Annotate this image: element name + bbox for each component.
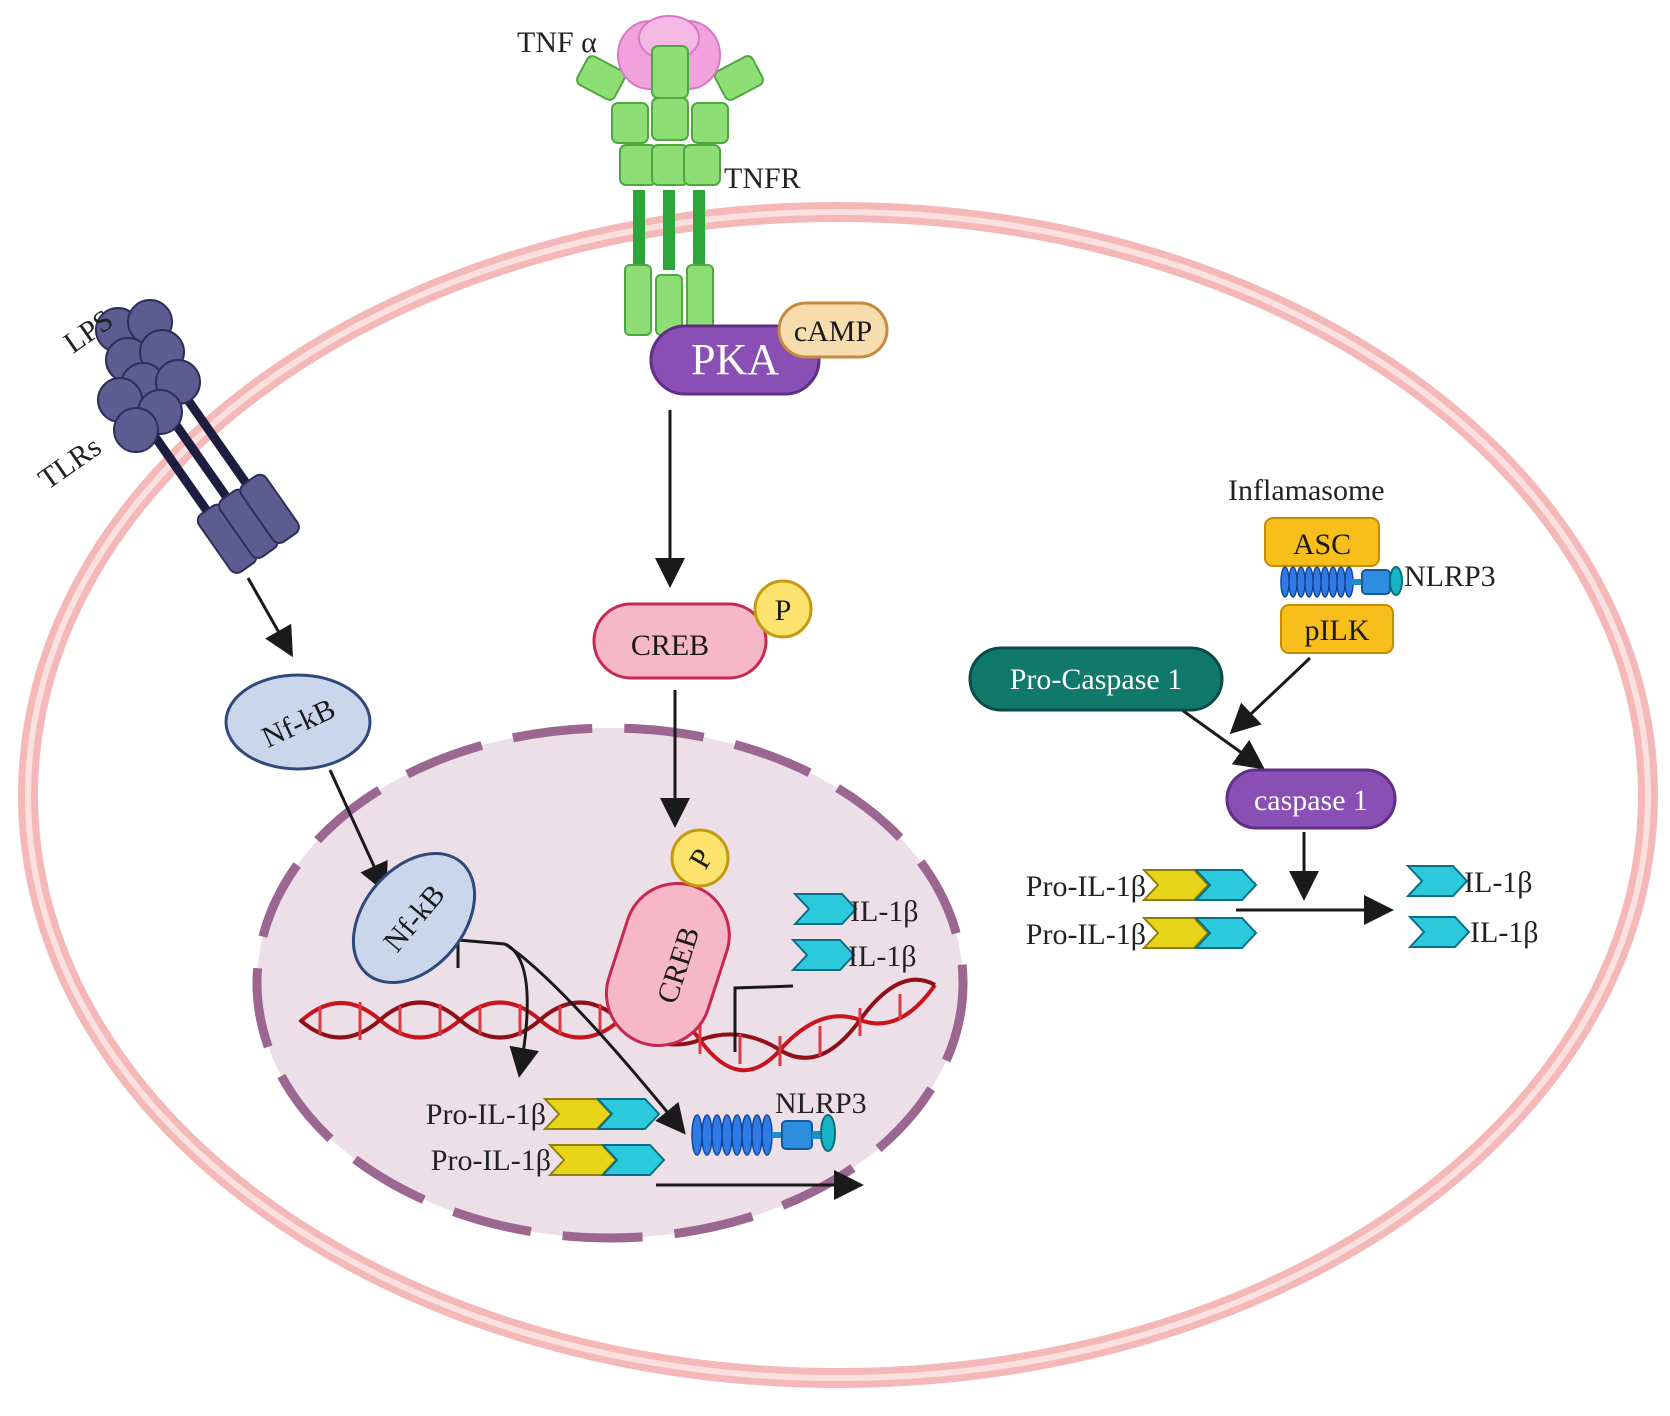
nfkb-cytoplasm: [224, 673, 372, 771]
arrows: [246, 410, 1394, 1200]
caspase-box: [1225, 768, 1397, 830]
camp-label: cAMP: [794, 315, 872, 348]
tnfr-receptor: [576, 55, 764, 336]
nfkb-to-nlrp3-arrow: [504, 942, 686, 1135]
creb-nucleus: [604, 828, 731, 1047]
tlr-receptor: [142, 394, 300, 574]
nfkb-nucleus: [351, 852, 477, 984]
il1b-nucleus-icons: [790, 893, 858, 971]
nlrp3-nucleus-label: NLRP3: [775, 1087, 867, 1120]
tlrs-label: TLRs: [32, 430, 107, 496]
pro-il1b-cytoplasm-bottom-label: Pro-IL-1β: [1026, 918, 1146, 951]
pro-il1b-cytoplasm-top-label: Pro-IL-1β: [1026, 870, 1146, 903]
pro-il1b-nucleus-top-label: Pro-IL-1β: [426, 1098, 546, 1131]
il1b-cytoplasm-top-label: IL-1β: [1464, 866, 1533, 899]
tnfr-label: TNFR: [724, 162, 801, 195]
nfkb-to-nucleus-arrow: [328, 769, 388, 894]
il1b-cytoplasm-icons: [1405, 865, 1471, 948]
tnf-alpha-label: TNF α: [517, 26, 597, 59]
phospho-cytoplasm-label: P: [775, 594, 792, 627]
lps-molecule: [95, 299, 201, 453]
nlrp3-nucleus-icon: [691, 1114, 836, 1156]
pka-complex: [649, 301, 889, 396]
cell-membrane: [18, 202, 1658, 1388]
inflammasome-complex: [1264, 517, 1403, 654]
procaspase-to-caspase-arrow: [1181, 708, 1265, 770]
inflammasome-title: Inflamasome: [1228, 474, 1385, 507]
il1b-nucleus-bottom-label: IL-1β: [848, 940, 917, 973]
pro-il1b-nucleus-icons: [542, 1098, 666, 1176]
pilk-to-caspase-arrow: [1229, 656, 1312, 735]
pka-label: PKA: [691, 335, 779, 384]
pro-il1b-nucleus-bottom-label: Pro-IL-1β: [431, 1144, 551, 1177]
nlrp3-inflammasome-label: NLRP3: [1404, 560, 1496, 593]
creb-promoter-mark: [733, 984, 794, 1052]
tnf-alpha-ligand: [617, 15, 721, 99]
il1b-cytoplasm-bottom-label: IL-1β: [1470, 916, 1539, 949]
pro-il1b-cytoplasm-icons: [1141, 869, 1258, 949]
creb-cytoplasm: [592, 579, 813, 680]
pilk-label: pILK: [1305, 614, 1370, 647]
tlr-to-nfkb-arrow: [246, 577, 293, 658]
pro-caspase-label: Pro-Caspase 1: [1010, 663, 1182, 696]
creb-cytoplasm-label: CREB: [631, 629, 709, 662]
il1b-nucleus-top-label: IL-1β: [850, 895, 919, 928]
pro-caspase-box: [968, 646, 1224, 712]
asc-label: ASC: [1293, 528, 1351, 561]
caspase-label: caspase 1: [1254, 784, 1368, 817]
